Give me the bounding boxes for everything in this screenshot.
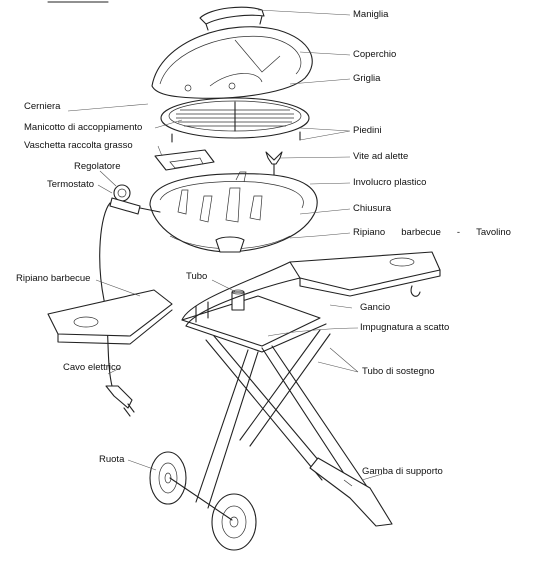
- label-tubo-sostegno: Tubo di sostegno: [362, 366, 435, 377]
- power-cable-illustration: [99, 202, 113, 387]
- label-gancio: Gancio: [360, 302, 391, 313]
- housing-illustration: [149, 171, 318, 253]
- label-termostato: Termostato: [47, 179, 94, 190]
- label-vite: Vite ad alette: [353, 151, 409, 162]
- label-ripiano-tavolino-word-2: barbecue: [401, 227, 441, 238]
- label-ruota: Ruota: [99, 454, 125, 465]
- label-maniglia: Maniglia: [353, 9, 389, 20]
- axle-illustration: [169, 477, 233, 521]
- frame-illustration: [181, 261, 393, 527]
- label-ripiano-tavolino-word-3: -: [456, 227, 461, 238]
- label-cavo: Cavo elettrico: [63, 362, 122, 373]
- wheel-back-illustration: [149, 451, 187, 505]
- label-ripiano: Ripiano barbecue: [16, 273, 91, 284]
- label-griglia: Griglia: [353, 73, 381, 84]
- grease-tray-illustration: [154, 149, 215, 171]
- wheel-front-illustration: [211, 493, 257, 551]
- label-vaschetta: Vaschetta raccolta grasso: [24, 140, 133, 151]
- label-chiusura: Chiusura: [353, 203, 392, 214]
- side-table-left-illustration: [47, 289, 173, 345]
- label-piedini: Piedini: [353, 125, 382, 136]
- label-gamba: Gamba di supporto: [362, 466, 443, 477]
- label-coperchio: Coperchio: [353, 49, 397, 60]
- leader-lines: [67, 9, 383, 481]
- label-manicotto: Manicotto di accoppiamento: [24, 122, 143, 133]
- thermostat-illustration: [109, 184, 161, 215]
- plug-illustration: [105, 385, 135, 417]
- side-table-right-illustration: [289, 251, 441, 297]
- label-regolatore: Regolatore: [74, 161, 121, 172]
- label-impugnatura: Impugnatura a scatto: [360, 322, 450, 333]
- handle-illustration: [199, 6, 265, 31]
- label-ripiano-tavolino: Ripiano barbecue - Tavolino: [353, 227, 511, 239]
- label-involucro: Involucro plastico: [353, 177, 427, 188]
- grill-illustration: [160, 97, 310, 143]
- lid-illustration: [151, 26, 313, 99]
- label-ripiano-tavolino-word-1: Ripiano: [353, 227, 386, 238]
- label-tubo: Tubo: [186, 271, 208, 282]
- label-ripiano-tavolino-word-4: Tavolino: [476, 227, 511, 238]
- label-cerniera: Cerniera: [24, 101, 61, 112]
